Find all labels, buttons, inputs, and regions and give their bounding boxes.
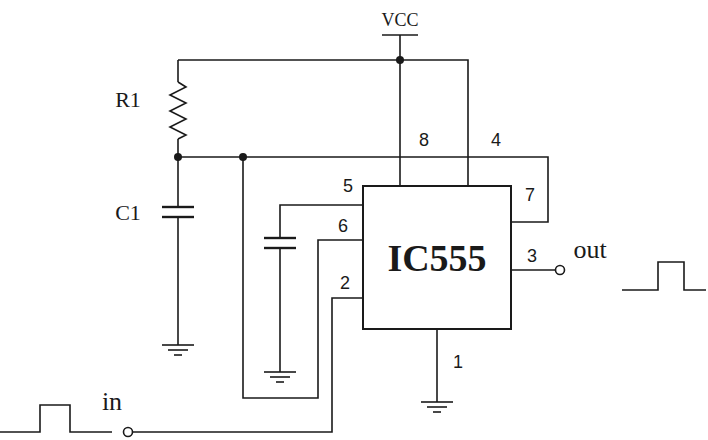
wire (436, 330, 438, 402)
pin-number: 8 (419, 131, 429, 149)
ic-body: IC555 (362, 185, 512, 330)
input-pulse (0, 405, 112, 432)
junction-dot (239, 153, 247, 161)
pin-number: 6 (338, 217, 348, 235)
pin-number: 1 (453, 353, 463, 371)
wire (177, 217, 179, 345)
ground-symbol (421, 402, 453, 412)
wire (178, 60, 468, 185)
signal-name: in (102, 389, 122, 415)
wire (243, 157, 362, 398)
wire (133, 298, 362, 432)
ground-symbol (264, 372, 296, 382)
supply-label: VCC (381, 11, 418, 29)
pin-number: 3 (527, 247, 537, 265)
signal-name: out (573, 237, 606, 263)
part-name: C1 (115, 202, 141, 224)
output-terminal (556, 266, 565, 275)
ground-symbol (162, 345, 194, 355)
junction-dot (396, 56, 404, 64)
output-pulse (622, 262, 706, 290)
junction-dot (174, 153, 182, 161)
part-name: R1 (115, 89, 141, 111)
wire (512, 269, 555, 271)
chip-name: IC555 (387, 236, 486, 280)
wire (177, 60, 179, 82)
pin-number: 7 (525, 186, 535, 204)
wire (177, 157, 179, 207)
wire (279, 248, 281, 372)
input-terminal (124, 428, 133, 437)
wire (280, 205, 362, 238)
capacitor-symbol (162, 206, 194, 208)
capacitor-symbol (264, 237, 296, 239)
resistor-symbol (170, 82, 186, 139)
pin-number: 2 (340, 274, 350, 292)
pin-number: 4 (491, 131, 501, 149)
pin-number: 5 (343, 177, 353, 195)
